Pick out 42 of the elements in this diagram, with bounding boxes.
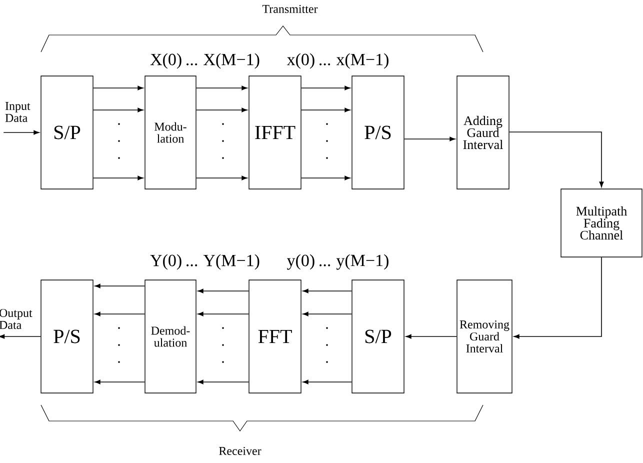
arrow	[406, 334, 458, 339]
text-label: X(0) ... X(M−1)	[150, 53, 260, 69]
process-box: Removing Guard Interval	[456, 280, 512, 394]
arrow	[0, 334, 42, 339]
process-box: P/S	[40, 280, 94, 394]
process-box: Multipath Fading Channel	[560, 188, 642, 258]
arrow	[404, 136, 456, 142]
arrow	[302, 312, 352, 316]
arrow	[94, 380, 146, 384]
arrow	[300, 86, 350, 90]
process-box: IFFT	[248, 76, 302, 190]
text-label: Transmitter	[262, 4, 318, 14]
arrow	[514, 256, 602, 339]
arrow	[92, 86, 144, 90]
arrow	[198, 312, 250, 316]
arrow	[198, 380, 250, 384]
arrow	[92, 176, 144, 180]
arrow	[3, 130, 40, 135]
arrow	[196, 86, 248, 90]
process-box: Demod- ulation	[144, 280, 196, 394]
text-label: y(0) ... y(M−1)	[287, 254, 388, 270]
arrow	[300, 176, 350, 180]
process-box: Adding Gaurd Interval	[456, 76, 510, 190]
arrow	[302, 380, 352, 384]
process-box: S/P	[352, 280, 404, 394]
process-box: P/S	[352, 76, 404, 190]
arrow	[508, 132, 604, 188]
arrow	[198, 288, 250, 294]
process-box: Modu- lation	[144, 76, 196, 190]
text-label: Y(0) ... Y(M−1)	[150, 254, 260, 270]
arrow	[94, 284, 146, 288]
arrow	[94, 312, 146, 316]
text-label: x(0) ... x(M−1)	[286, 53, 388, 69]
arrow	[302, 288, 352, 294]
arrow	[92, 108, 144, 112]
process-box: S/P	[40, 76, 94, 190]
arrow	[300, 108, 350, 112]
process-box: FFT	[248, 280, 302, 394]
arrow	[196, 108, 248, 112]
arrow	[196, 176, 248, 180]
text-label: Receiver	[219, 446, 262, 456]
text-label: Input Data	[5, 102, 30, 122]
